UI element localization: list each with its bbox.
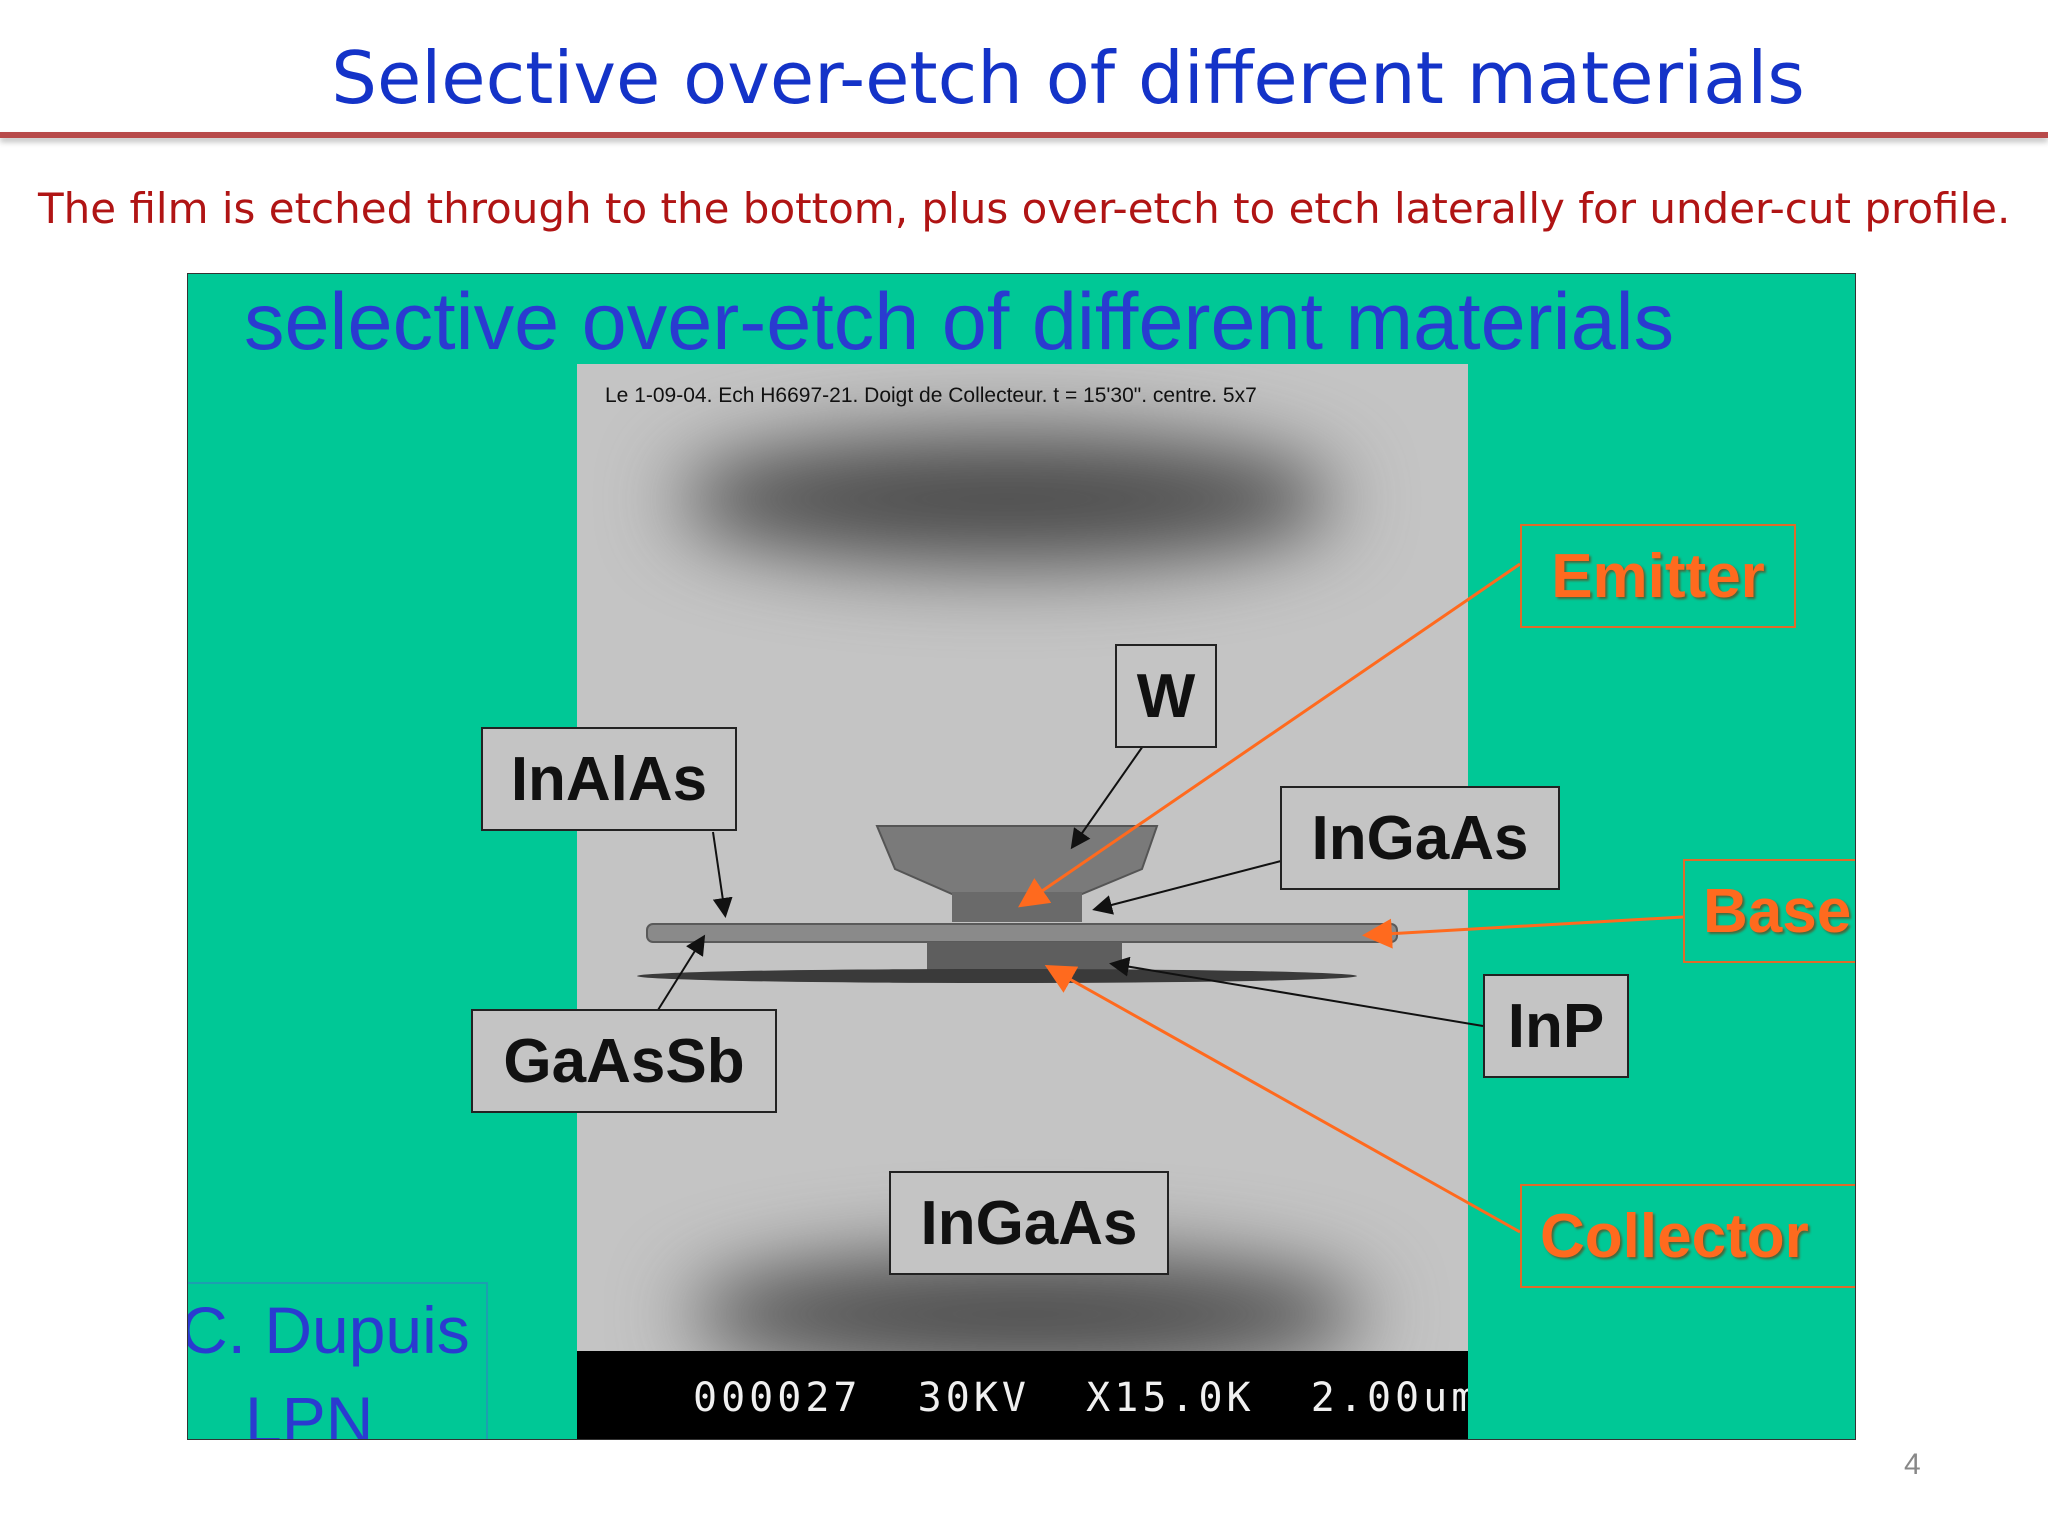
arrow-ingaas — [1092, 860, 1282, 915]
credit-lab: LPN — [245, 1383, 374, 1440]
title-divider — [0, 132, 2048, 138]
label-inp: InP — [1483, 974, 1629, 1078]
label-collector: Collector — [1520, 1184, 1855, 1288]
credit-name: C. Dupuis — [187, 1293, 470, 1367]
sem-info-bar: 000027 30KV X15.0K 2.00um — [577, 1351, 1468, 1439]
label-base: Base — [1683, 859, 1855, 963]
author-credit: C. Dupuis LPN — [187, 1282, 488, 1440]
arrow-inp — [1109, 956, 1484, 1027]
sem-figure: selective over-etch of different materia… — [187, 273, 1856, 1440]
label-w: W — [1115, 644, 1217, 748]
arrow-collector — [1044, 965, 1521, 1234]
arrow-inalas — [712, 831, 733, 918]
label-emitter: Emitter — [1520, 524, 1796, 628]
label-ingaas-bottom: InGaAs — [889, 1171, 1169, 1275]
slide-subtitle: The film is etched through to the bottom… — [38, 184, 2011, 233]
arrow-gaassb — [657, 934, 706, 1011]
emitter-mesa — [952, 892, 1082, 922]
arrow-emitter — [1018, 562, 1521, 908]
arrow-base — [1362, 915, 1684, 949]
label-ingaas-top: InGaAs — [1280, 786, 1560, 890]
substrate-shadow — [637, 969, 1357, 983]
page-number: 4 — [1904, 1448, 1921, 1481]
sem-shadow-top — [677, 434, 1337, 564]
sem-footer-text: 000027 30KV X15.0K 2.00um — [693, 1375, 1468, 1421]
label-inalas: InAlAs — [481, 727, 737, 831]
label-gaassb: GaAsSb — [471, 1009, 777, 1113]
figure-title: selective over-etch of different materia… — [244, 277, 1675, 367]
sem-caption: Le 1-09-04. Ech H6697-21. Doigt de Colle… — [605, 384, 1257, 407]
slide-title: Selective over-etch of different materia… — [331, 36, 1805, 120]
annotation-arrows — [657, 562, 1684, 1234]
arrow-w — [1070, 745, 1144, 850]
device-structure — [637, 825, 1398, 983]
